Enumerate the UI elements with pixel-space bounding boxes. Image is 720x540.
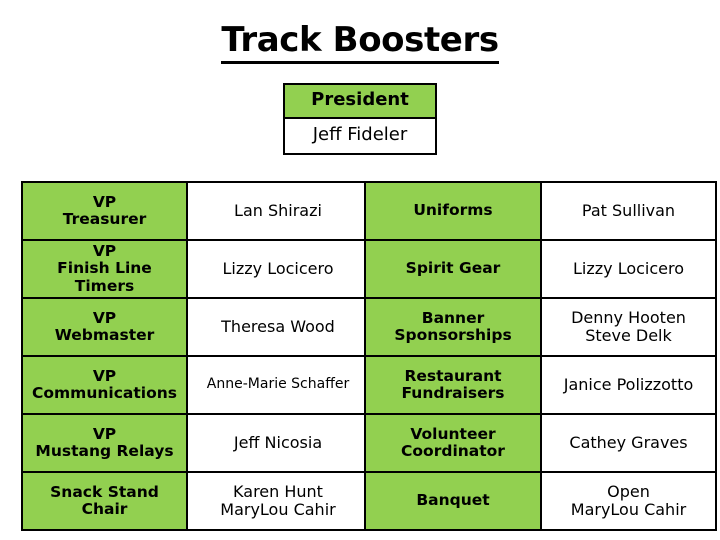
role-cell: VP Finish Line Timers — [21, 239, 188, 299]
role-line-1: Restaurant — [404, 366, 502, 385]
name-cell: Anne-Marie Schaffer — [186, 355, 370, 415]
role-line-1: Banner — [421, 308, 485, 327]
name-cell: Janice Polizzotto — [540, 355, 717, 415]
name-line-2: MaryLou Cahir — [220, 500, 336, 519]
role-line-2: Finish Line Timers — [57, 259, 152, 295]
role-cell: Volunteer Coordinator — [364, 413, 542, 473]
name-cell: Denny Hooten Steve Delk — [540, 297, 717, 357]
name-line-1: Open — [607, 482, 650, 502]
role-line-1: VP — [92, 241, 117, 260]
name-line-1: Karen Hunt — [233, 482, 323, 502]
name-cell: Lizzy Locicero — [186, 239, 370, 299]
role-line-1: Volunteer — [410, 424, 496, 443]
table-row: VP Finish Line Timers Lizzy Locicero — [21, 239, 370, 299]
right-roles-table: Uniforms Pat Sullivan Spirit Gear Lizzy … — [364, 181, 717, 531]
role-line-2: Mustang Relays — [35, 442, 174, 460]
name-cell: Lan Shirazi — [186, 181, 370, 241]
president-box: President Jeff Fideler — [283, 83, 437, 155]
role-line-1: VP — [92, 424, 117, 443]
role-cell: Banner Sponsorships — [364, 297, 542, 357]
role-line-1: Uniforms — [413, 201, 493, 220]
name-line-1: Anne-Marie Schaffer — [206, 376, 350, 393]
name-cell: Lizzy Locicero — [540, 239, 717, 299]
name-line-1: Janice Polizzotto — [563, 375, 694, 395]
role-cell: Snack Stand Chair — [21, 471, 188, 531]
role-line-1: VP — [92, 366, 117, 385]
name-cell: Jeff Nicosia — [186, 413, 370, 473]
page-title-text: Track Boosters — [221, 20, 499, 64]
role-line-2: Webmaster — [54, 326, 155, 344]
name-cell: Theresa Wood — [186, 297, 370, 357]
table-row: Volunteer Coordinator Cathey Graves — [364, 413, 717, 473]
name-line-2: Steve Delk — [585, 326, 672, 345]
role-cell: VP Communications — [21, 355, 188, 415]
role-line-2: Treasurer — [62, 210, 147, 228]
table-row: Snack Stand Chair Karen Hunt MaryLou Cah… — [21, 471, 370, 531]
name-line-1: Lizzy Locicero — [222, 259, 334, 279]
role-line-2: Coordinator — [401, 442, 505, 460]
president-role-label: President — [285, 85, 435, 119]
role-line-2: Fundraisers — [401, 384, 505, 402]
role-cell: Banquet — [364, 471, 542, 531]
table-row: VP Treasurer Lan Shirazi — [21, 181, 370, 241]
name-cell: Cathey Graves — [540, 413, 717, 473]
name-line-1: Pat Sullivan — [581, 201, 676, 221]
left-roles-table: VP Treasurer Lan Shirazi VP Finish Line … — [21, 181, 370, 531]
table-row: Banner Sponsorships Denny Hooten Steve D… — [364, 297, 717, 357]
role-line-1: Banquet — [416, 491, 490, 510]
president-name-value: Jeff Fideler — [285, 118, 435, 153]
name-cell: Open MaryLou Cahir — [540, 471, 717, 531]
role-line-1: VP — [92, 308, 117, 327]
table-row: Spirit Gear Lizzy Locicero — [364, 239, 717, 299]
name-line-1: Lan Shirazi — [234, 201, 322, 221]
role-cell: VP Webmaster — [21, 297, 188, 357]
role-cell: VP Treasurer — [21, 181, 188, 241]
role-cell: Restaurant Fundraisers — [364, 355, 542, 415]
role-line-1: Spirit Gear — [405, 259, 501, 278]
role-line-2: Snack Stand Chair — [50, 482, 159, 518]
name-line-1: Denny Hooten — [571, 308, 686, 328]
table-row: Banquet Open MaryLou Cahir — [364, 471, 717, 531]
name-line-1: Jeff Nicosia — [233, 433, 323, 453]
role-line-2: Communications — [32, 384, 177, 402]
table-row: VP Webmaster Theresa Wood — [21, 297, 370, 357]
role-cell: VP Mustang Relays — [21, 413, 188, 473]
name-line-1: Lizzy Locicero — [572, 259, 685, 279]
table-row: VP Mustang Relays Jeff Nicosia — [21, 413, 370, 473]
table-row: VP Communications Anne-Marie Schaffer — [21, 355, 370, 415]
page-title: Track Boosters — [0, 20, 720, 64]
role-line-2: Sponsorships — [394, 326, 512, 344]
name-cell: Pat Sullivan — [540, 181, 717, 241]
table-row: Uniforms Pat Sullivan — [364, 181, 717, 241]
role-cell: Spirit Gear — [364, 239, 542, 299]
role-cell: Uniforms — [364, 181, 542, 241]
table-row: Restaurant Fundraisers Janice Polizzotto — [364, 355, 717, 415]
name-line-2: MaryLou Cahir — [570, 500, 687, 519]
name-line-1: Theresa Wood — [221, 317, 335, 337]
name-line-1: Cathey Graves — [569, 433, 688, 453]
name-cell: Karen Hunt MaryLou Cahir — [186, 471, 370, 531]
role-line-1: VP — [92, 192, 117, 211]
